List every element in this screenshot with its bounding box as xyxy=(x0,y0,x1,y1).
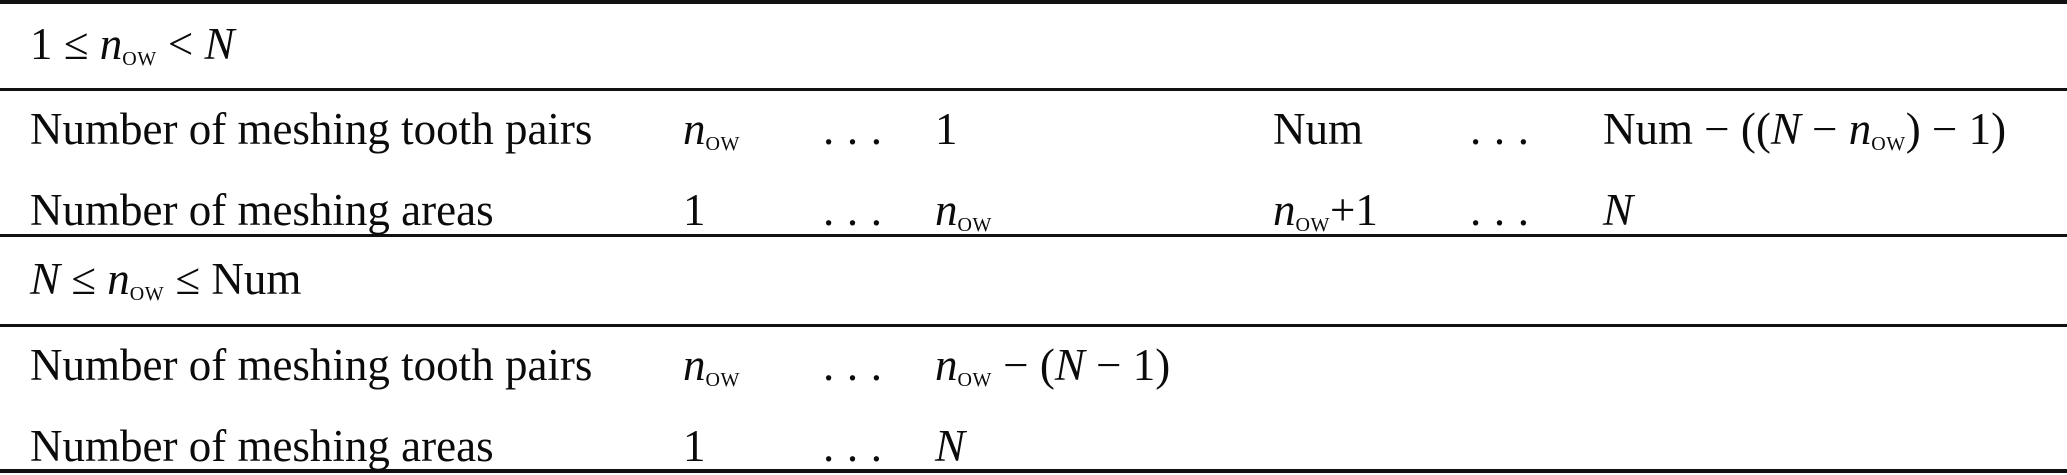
cell-value: Num xyxy=(1273,104,1363,154)
table-top-rule xyxy=(0,0,2067,4)
condition-header-2: N ≤ now ≤ Num xyxy=(0,237,2067,324)
cell-value: 1 xyxy=(935,104,958,154)
cell-value: N xyxy=(935,421,966,472)
row-label: Number of meshing tooth pairs xyxy=(30,340,593,390)
table-row: Number of meshing tooth pairs now ... 1 … xyxy=(0,95,2067,176)
ellipsis-cell: ... xyxy=(823,104,895,154)
ellipsis-cell xyxy=(1470,331,1603,412)
table-row: Number of meshing areas 1 ... N xyxy=(0,412,2067,475)
table-mid-rule-2 xyxy=(0,234,2067,237)
ellipsis-cell: ... xyxy=(1470,104,1542,154)
table-row: Number of meshing tooth pairs now ... no… xyxy=(0,331,2067,412)
section-2-rows: Number of meshing tooth pairs now ... no… xyxy=(0,327,2067,473)
cell-value: now xyxy=(683,340,740,394)
condition-header-1: 1 ≤ now < N xyxy=(0,4,2067,88)
row-label: Number of meshing tooth pairs xyxy=(30,104,593,154)
ellipsis-cell: ... xyxy=(1470,185,1542,236)
row-label: Number of meshing areas xyxy=(30,421,494,472)
cell-value: N xyxy=(1603,185,1634,236)
table-bottom-rule xyxy=(0,469,2067,473)
cell-value xyxy=(1273,412,1470,475)
cell-value: Num − ((N − now) − 1) xyxy=(1603,104,2007,158)
section-1-rows: Number of meshing tooth pairs now ... 1 … xyxy=(0,91,2067,238)
cell-value: 1 xyxy=(683,421,706,472)
condition-1-formula: 1 ≤ now < N xyxy=(30,19,235,73)
cell-value: now xyxy=(683,104,740,158)
cell-value: now+1 xyxy=(1273,185,1378,239)
cell-value xyxy=(1603,331,2067,412)
ellipsis-cell: ... xyxy=(823,185,895,236)
ellipsis-cell: ... xyxy=(823,421,895,472)
cell-value xyxy=(1273,331,1470,412)
table-mid-rule-1 xyxy=(0,88,2067,91)
cell-value: now − (N − 1) xyxy=(935,340,1171,394)
ellipsis-cell xyxy=(1470,412,1603,475)
condition-2-formula: N ≤ now ≤ Num xyxy=(30,253,302,308)
row-label: Number of meshing areas xyxy=(30,185,494,236)
cell-value: 1 xyxy=(683,185,706,236)
cell-value: now xyxy=(935,185,992,239)
cell-value xyxy=(1603,412,2067,475)
table-mid-rule-3 xyxy=(0,324,2067,327)
table-row: Number of meshing areas 1 ... now now+1 … xyxy=(0,176,2067,257)
ellipsis-cell: ... xyxy=(823,340,895,390)
